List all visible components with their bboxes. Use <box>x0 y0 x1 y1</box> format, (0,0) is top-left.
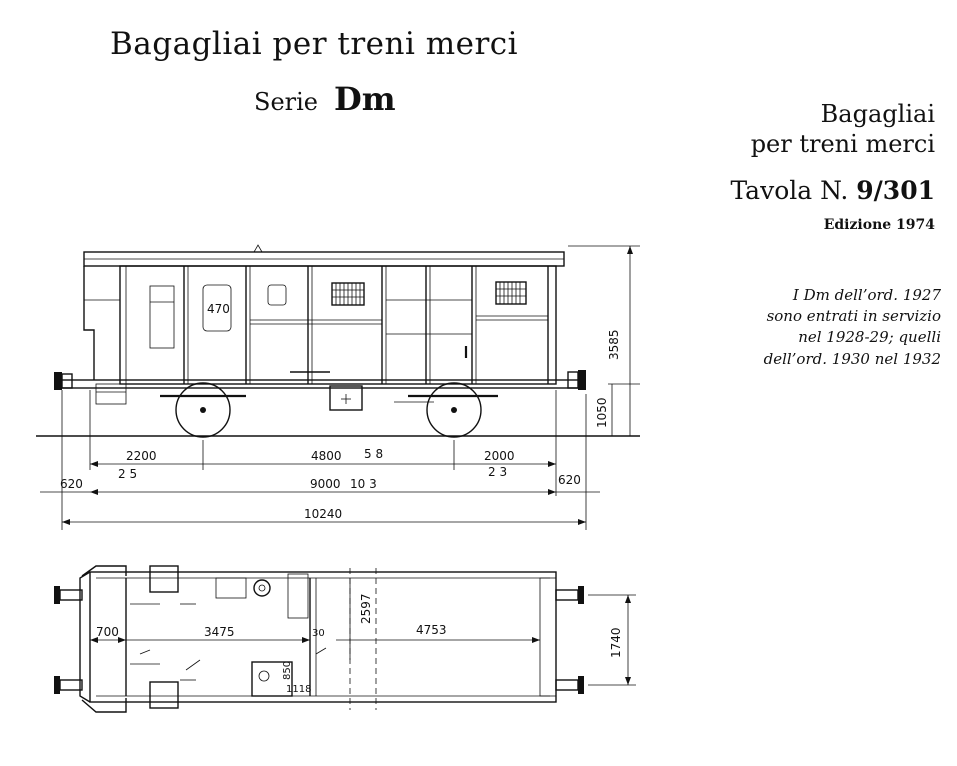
dim-2597: 2597 <box>359 593 373 624</box>
tavola-label: Tavola N. <box>730 176 849 205</box>
side-view: 470 <box>36 244 640 530</box>
dim-4753: 4753 <box>416 623 447 637</box>
serie-code: Dm <box>334 80 396 118</box>
dim-buffer-left: 620 <box>60 477 83 491</box>
battery-box <box>329 385 363 411</box>
tavola-line: Tavola N. 9/301 <box>730 176 935 205</box>
grille-window-2 <box>495 281 527 305</box>
plan-door-tl <box>149 565 179 593</box>
dim-buffer-right: 620 <box>558 473 581 487</box>
page-title: Bagagliai per treni merci <box>110 26 519 62</box>
dim-left-overhang-note: 2 5 <box>118 467 137 481</box>
right-title-line1: Bagagliai <box>820 100 935 128</box>
plan-toilet <box>251 661 293 697</box>
step-left <box>95 383 127 405</box>
plan-buffer-br <box>555 679 579 691</box>
note-line-3: nel 1928-29; quelli <box>798 328 941 346</box>
plan-buffer-tr <box>555 589 579 601</box>
plan-view: 700 3475 30 4753 2597 850 1118 1740 <box>54 565 636 713</box>
dim-3475: 3475 <box>204 625 235 639</box>
dim-1118: 1118 <box>286 684 311 695</box>
dim-right-overhang: 2000 <box>484 449 515 463</box>
dim-length-over-buffers: 10240 <box>304 507 342 521</box>
roof-vent <box>253 244 263 253</box>
dim-door-window: 470 <box>207 302 230 316</box>
dim-total-height: 3585 <box>607 329 621 360</box>
door-window <box>202 284 232 332</box>
wheel-right <box>426 382 482 438</box>
plan-stove <box>253 579 271 597</box>
plan-buffer-tl <box>59 589 83 601</box>
serie-line: Serie Dm <box>254 80 396 118</box>
small-window <box>267 284 287 306</box>
dim-850: 850 <box>282 661 293 680</box>
note-line-2: sono entrati in servizio <box>766 307 941 325</box>
note-line-1: I Dm dell’ord. 1927 <box>792 286 941 304</box>
car-body <box>119 265 557 385</box>
dim-30: 30 <box>312 628 325 639</box>
plan-buffer-bl <box>59 679 83 691</box>
right-title-line2: per treni merci <box>750 130 935 158</box>
tavola-number: 9/301 <box>856 176 935 205</box>
dim-700: 700 <box>96 625 119 639</box>
dim-buffer-centers: 1740 <box>609 627 623 658</box>
wheel-left <box>175 382 231 438</box>
buffer-left <box>61 373 73 389</box>
dim-right-overhang-note: 2 3 <box>488 465 507 479</box>
dim-wheelbase-part: 4800 <box>311 449 342 463</box>
window-left <box>149 285 175 349</box>
edizione: Edizione 1974 <box>823 217 935 233</box>
note-line-4: dell’ord. 1930 nel 1932 <box>763 350 941 368</box>
dim-wheelbase: 9000 <box>310 477 341 491</box>
dim-wheelbase-note: 10 3 <box>350 477 377 491</box>
dim-wheelbase-part-note: 5 8 <box>364 447 383 461</box>
dim-floor-height: 1050 <box>595 397 609 428</box>
plan-door-bl <box>149 681 179 709</box>
dim-left-overhang: 2200 <box>126 449 157 463</box>
serie-label: Serie <box>254 88 318 116</box>
